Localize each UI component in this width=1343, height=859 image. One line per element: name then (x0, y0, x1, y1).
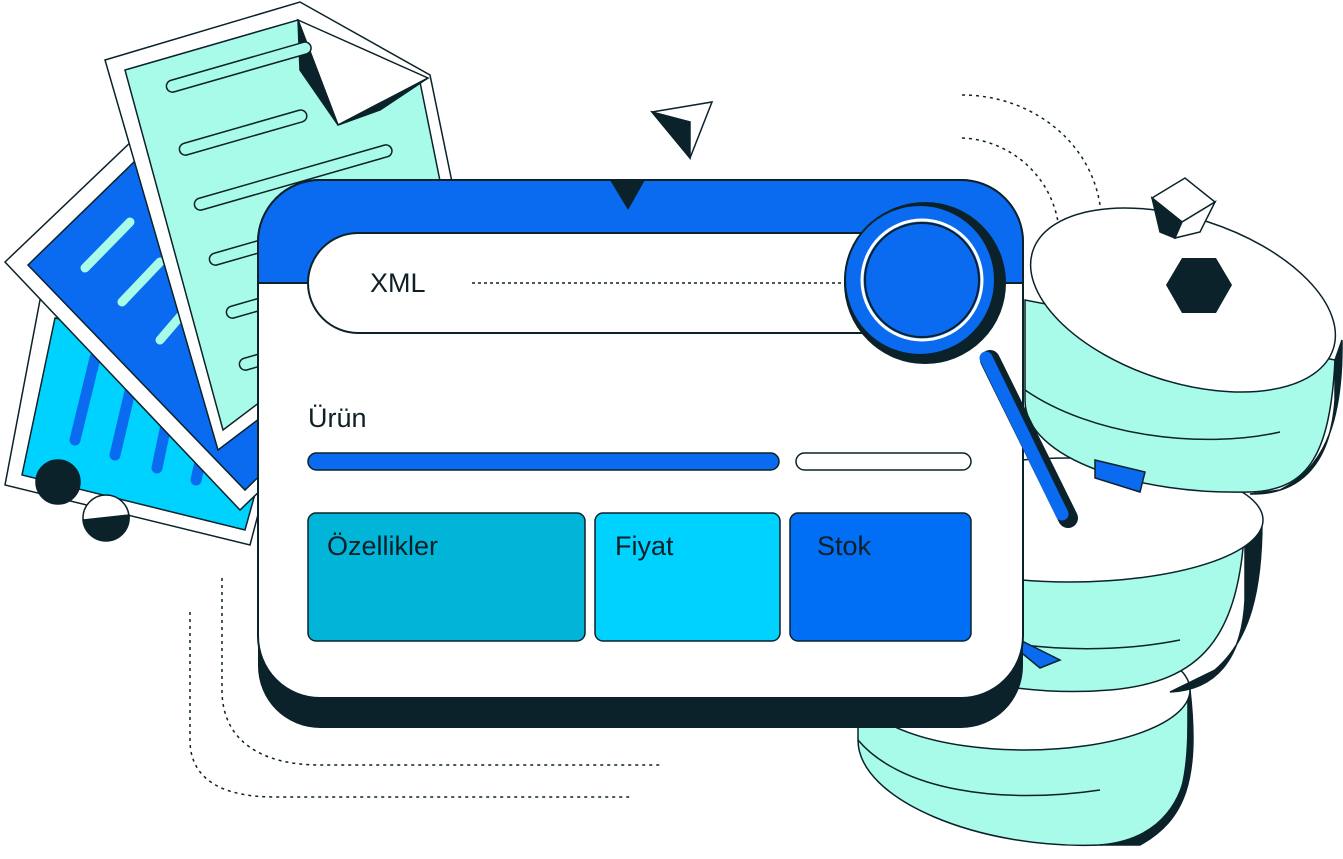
decorative-balls (35, 459, 130, 542)
magnifier-icon (844, 202, 1078, 528)
card-price-label: Fiyat (615, 531, 674, 561)
card-stock-label: Stok (817, 531, 872, 561)
decorative-dotted-lines (189, 94, 1101, 798)
card-stock[interactable]: Stok (789, 512, 972, 642)
product-label: Ürün (308, 403, 367, 433)
search-bar[interactable]: XML (307, 232, 987, 334)
card-features[interactable]: Özellikler (307, 512, 586, 642)
hexagon-icon (1166, 258, 1232, 313)
paper-plane-icon (649, 101, 714, 161)
search-input-value[interactable]: XML (370, 268, 426, 298)
product-progress-bar (307, 452, 972, 471)
progress-fill (307, 452, 780, 471)
card-features-label: Özellikler (327, 531, 438, 561)
progress-track (795, 452, 972, 471)
card-price[interactable]: Fiyat (594, 512, 781, 642)
cube-icon (1150, 177, 1217, 240)
